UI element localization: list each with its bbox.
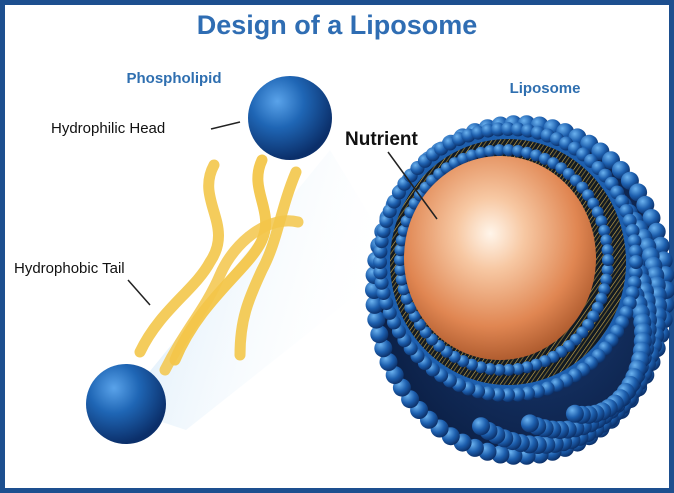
lipid-bead xyxy=(474,361,487,374)
lipid-bead xyxy=(512,145,524,157)
leader-line-tail xyxy=(127,279,151,306)
lipid-bead xyxy=(395,273,408,286)
lipid-bead xyxy=(394,263,407,276)
lipid-bead xyxy=(474,146,487,159)
lipid-bead xyxy=(601,263,614,276)
label-hydrophilic-head: Hydrophilic Head xyxy=(51,120,165,137)
label-liposome: Liposome xyxy=(510,80,581,97)
inner-bead-layer xyxy=(373,122,643,402)
lipid-bead xyxy=(374,275,389,290)
lipid-bead xyxy=(600,273,613,286)
lipid-bead xyxy=(395,234,408,247)
lipid-bead xyxy=(601,244,614,257)
lipid-bead xyxy=(501,122,515,136)
lipid-bead xyxy=(493,363,506,376)
lipid-bead xyxy=(642,209,661,227)
lipid-bead xyxy=(465,149,478,162)
lipid-bead xyxy=(521,361,534,374)
lipid-bead xyxy=(598,224,611,237)
lipid-bead xyxy=(530,358,543,371)
lipid-bead xyxy=(629,255,643,269)
lipid-bead xyxy=(521,146,534,159)
lipid-bead xyxy=(373,255,387,269)
lipid-bead xyxy=(373,244,388,259)
lipid-bead xyxy=(565,404,584,423)
lipid-bead xyxy=(591,206,604,219)
label-nutrient: Nutrient xyxy=(345,129,419,150)
lipid-bead xyxy=(367,310,386,329)
lipid-bead xyxy=(501,388,515,402)
label-hydrophobic-tail: Hydrophobic Tail xyxy=(14,260,125,277)
lipid-bead xyxy=(628,265,643,280)
lipid-bead xyxy=(502,144,515,157)
lipid-bead xyxy=(365,295,384,314)
diagram-title: Design of a Liposome xyxy=(197,10,478,40)
hydrophilic-head-bottom xyxy=(86,364,166,444)
lipid-bead xyxy=(595,292,608,305)
lipid-bead xyxy=(598,283,611,296)
lipid-bead xyxy=(502,363,515,376)
lipid-bead xyxy=(628,244,643,259)
lipid-bead xyxy=(512,363,524,375)
lipid-bead xyxy=(600,234,613,247)
lipid-bead xyxy=(374,339,393,358)
lipid-bead xyxy=(379,353,398,371)
leader-line-head xyxy=(210,121,241,130)
lipid-bead xyxy=(491,122,505,137)
lipid-bead xyxy=(484,363,496,375)
lipid-bead xyxy=(493,144,506,157)
lipid-bead xyxy=(627,234,642,249)
lipid-bead xyxy=(394,254,406,266)
phospholipid-tails xyxy=(134,154,304,376)
lipid-bead xyxy=(373,265,388,280)
lipid-bead xyxy=(397,224,410,237)
lipid-bead xyxy=(370,325,389,344)
lipid-bead xyxy=(511,387,525,402)
lipid-bead xyxy=(400,292,413,305)
lipid-bead xyxy=(404,301,417,314)
lipid-bead xyxy=(484,145,496,157)
nutrient-core xyxy=(404,156,596,360)
lipid-bead xyxy=(520,414,539,433)
lipid-bead xyxy=(397,283,410,296)
leader-line-nutrient xyxy=(387,151,438,220)
liposome xyxy=(365,115,674,465)
lipid-bead xyxy=(472,417,490,436)
lipid-bead xyxy=(602,254,614,266)
lipid-bead xyxy=(394,244,407,257)
label-phospholipid: Phospholipid xyxy=(127,70,222,87)
hydrophilic-head-top xyxy=(248,76,332,160)
lipid-bead xyxy=(595,215,608,228)
